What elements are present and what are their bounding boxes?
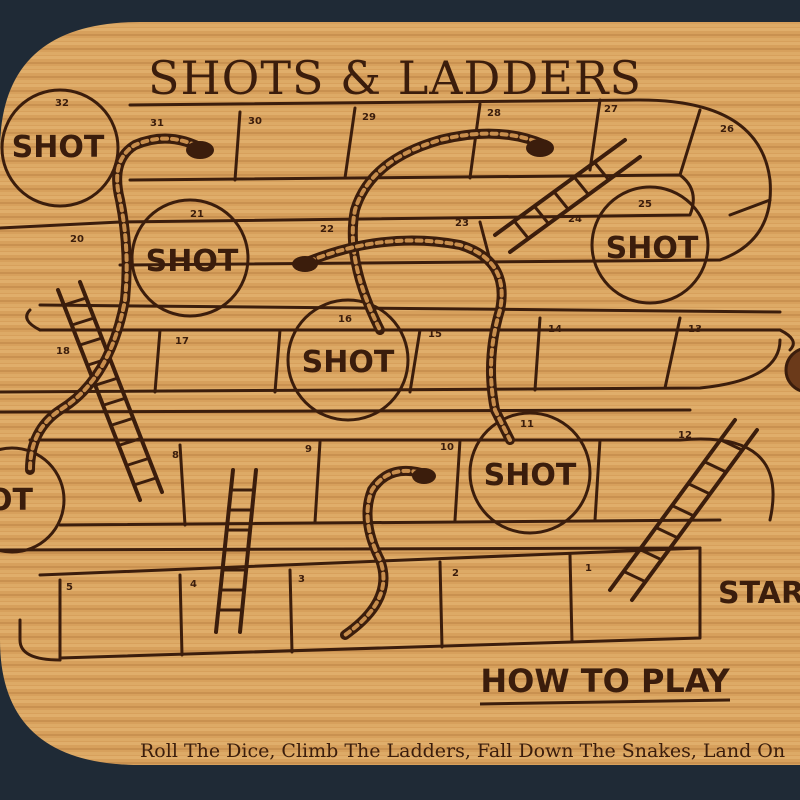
snake bbox=[347, 128, 554, 335]
square-number: 13 bbox=[688, 324, 702, 335]
square-number: 31 bbox=[150, 118, 164, 129]
rules-text: Roll The Dice, Climb The Ladders, Fall D… bbox=[140, 740, 785, 762]
square-number: 25 bbox=[638, 199, 652, 210]
shot-space[interactable]: SHOT bbox=[130, 198, 250, 318]
shot-space[interactable]: SHOT bbox=[590, 185, 710, 305]
shot-spaces: SHOT SHOT SHOT SHOT SHOT OT bbox=[0, 88, 710, 554]
square-number: 4 bbox=[190, 579, 197, 590]
snakes bbox=[25, 128, 554, 640]
square-number: 27 bbox=[604, 104, 618, 115]
square-number: 2 bbox=[452, 568, 459, 579]
snake bbox=[292, 235, 515, 445]
square-number: 16 bbox=[338, 314, 352, 325]
snake bbox=[25, 133, 214, 475]
square-number: 9 bbox=[305, 444, 312, 455]
square-number: 8 bbox=[172, 450, 179, 461]
ladders bbox=[56, 138, 759, 634]
square-number: 15 bbox=[428, 329, 442, 340]
square-number: 14 bbox=[548, 324, 562, 335]
side-knob bbox=[784, 347, 800, 393]
how-to-play-heading: HOW TO PLAY bbox=[480, 662, 730, 700]
square-number: 10 bbox=[440, 442, 454, 453]
square-number: 3 bbox=[298, 574, 305, 585]
shot-space[interactable]: SHOT bbox=[468, 411, 592, 535]
square-number: 12 bbox=[678, 430, 692, 441]
square-number: 22 bbox=[320, 224, 334, 235]
square-number: 1 bbox=[585, 563, 592, 574]
ladder bbox=[608, 418, 759, 602]
shot-label: SHOT bbox=[302, 345, 395, 380]
square-number: 17 bbox=[175, 336, 189, 347]
start-label: STAR bbox=[718, 576, 800, 611]
shot-label: SHOT bbox=[484, 458, 577, 493]
wood-board bbox=[0, 22, 800, 765]
square-number: 30 bbox=[248, 116, 262, 127]
square-number: 5 bbox=[66, 582, 73, 593]
square-number: 29 bbox=[362, 112, 376, 123]
ladder bbox=[56, 280, 164, 502]
square-number: 28 bbox=[487, 108, 501, 119]
square-number: 24 bbox=[568, 214, 582, 225]
shot-label: SHOT bbox=[12, 130, 105, 165]
track bbox=[0, 98, 795, 662]
square-numbers: 1 2 3 4 5 8 9 10 11 12 13 14 15 16 17 18… bbox=[55, 98, 734, 593]
shot-label: OT bbox=[0, 483, 34, 518]
shot-space-partial[interactable]: OT bbox=[0, 446, 66, 554]
shot-label: SHOT bbox=[606, 231, 699, 266]
shot-space[interactable]: SHOT bbox=[286, 298, 410, 422]
board-title: SHOTS & LADDERS bbox=[148, 51, 642, 105]
square-number: 21 bbox=[190, 209, 204, 220]
snake bbox=[340, 465, 436, 640]
square-number: 18 bbox=[56, 346, 70, 357]
square-number: 26 bbox=[720, 124, 734, 135]
how-to-play-underline bbox=[479, 698, 731, 706]
square-number: 20 bbox=[70, 234, 84, 245]
square-number: 11 bbox=[520, 419, 534, 430]
square-number: 32 bbox=[55, 98, 69, 109]
ladder bbox=[214, 468, 258, 634]
shot-label: SHOT bbox=[146, 244, 239, 279]
ladder bbox=[493, 138, 642, 254]
square-number: 23 bbox=[455, 218, 469, 229]
shot-space[interactable]: SHOT bbox=[0, 88, 120, 208]
